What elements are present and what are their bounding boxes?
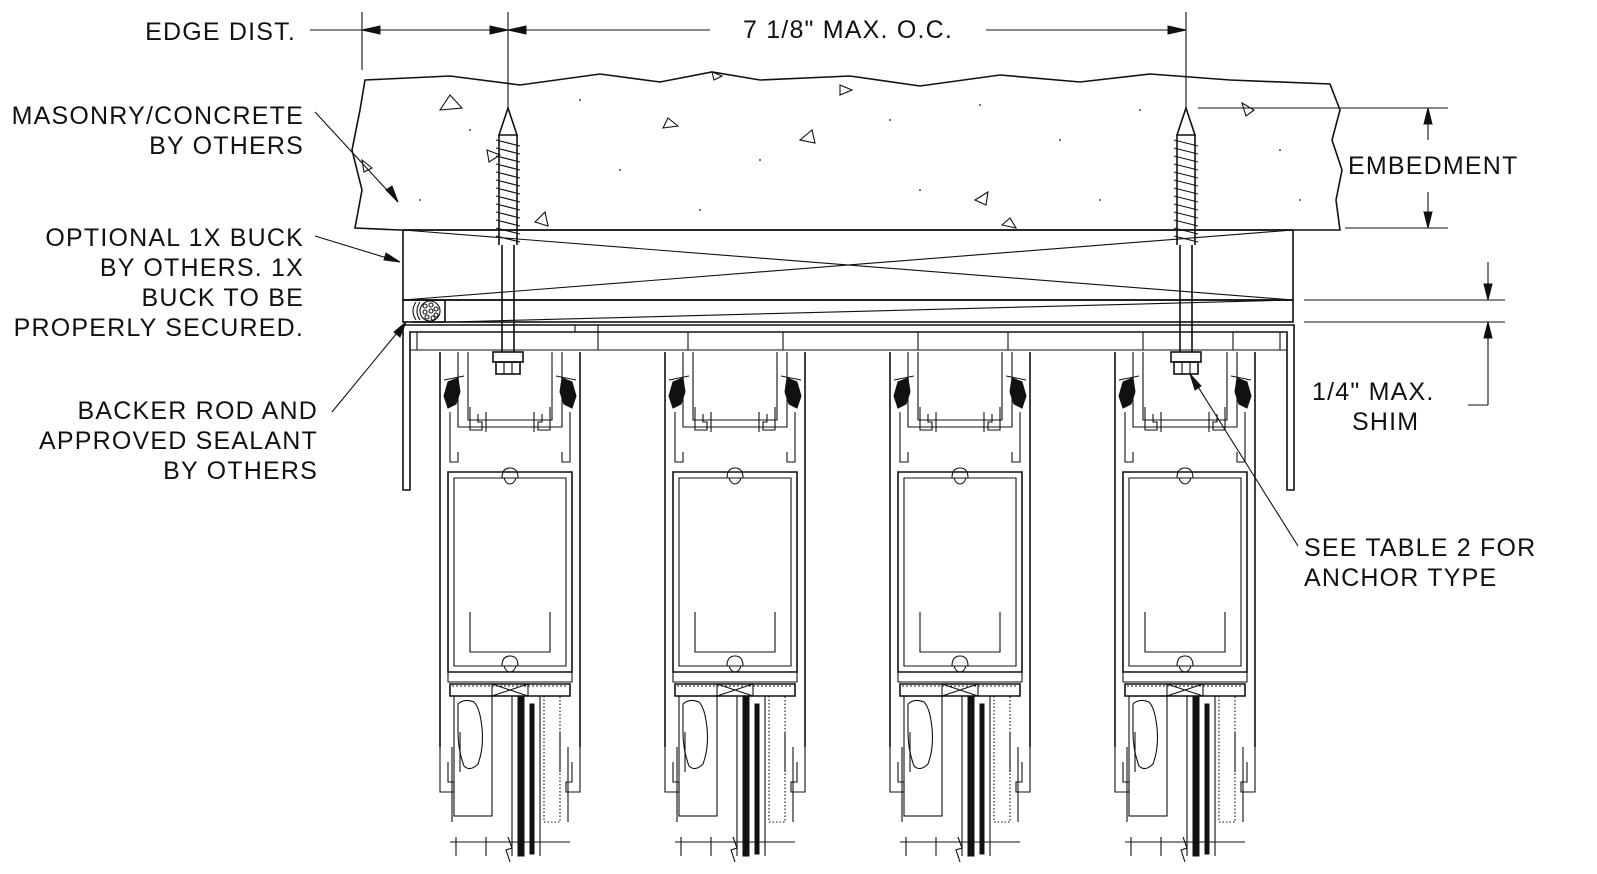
anchor-2 [1170,107,1202,375]
mullion-3 [889,351,1031,863]
backer-rod [412,299,446,323]
backer-label-line2: APPROVED SEALANT [39,427,318,455]
backer-label-line1: BACKER ROD AND [78,397,318,425]
leader-lines [314,111,1299,547]
shim-dimension [1304,262,1505,406]
buck-label-line3: BUCK TO BE [141,284,304,312]
embedment-label: EMBEDMENT [1348,152,1519,180]
masonry-label-line2: BY OTHERS [149,132,304,160]
backer-label-line3: BY OTHERS [163,457,318,485]
concrete-substrate [351,71,1343,231]
embedment-dimension [1198,107,1448,229]
mullion-4 [1114,351,1256,863]
shim [402,299,1294,323]
shim-label-line2: SHIM [1352,408,1419,436]
buck-board [402,229,1294,301]
buck-label-line2: BY OTHERS. 1X [100,254,304,282]
anchor-1 [492,107,524,375]
labels: EDGE DIST. 7 1/8" MAX. O.C. MASONRY/CONC… [12,16,1536,592]
aggregate-dots [419,99,1301,211]
top-dimension [310,12,1187,108]
anchor-note-line2: ANCHOR TYPE [1304,564,1497,592]
spacing-label: 7 1/8" MAX. O.C. [743,16,953,44]
shim-label-line1: 1/4" MAX. [1312,378,1435,406]
edge-dist-label: EDGE DIST. [145,18,296,46]
aggregate-marks [361,71,1255,229]
frame-head [402,324,1295,491]
buck-label-line1: OPTIONAL 1X BUCK [45,224,304,252]
buck-label-line4: PROPERLY SECURED. [14,314,304,342]
anchor-note-line1: SEE TABLE 2 FOR [1304,534,1536,562]
mullion-1 [439,351,581,863]
mullion-2 [664,351,806,863]
masonry-label-line1: MASONRY/CONCRETE [12,102,304,130]
